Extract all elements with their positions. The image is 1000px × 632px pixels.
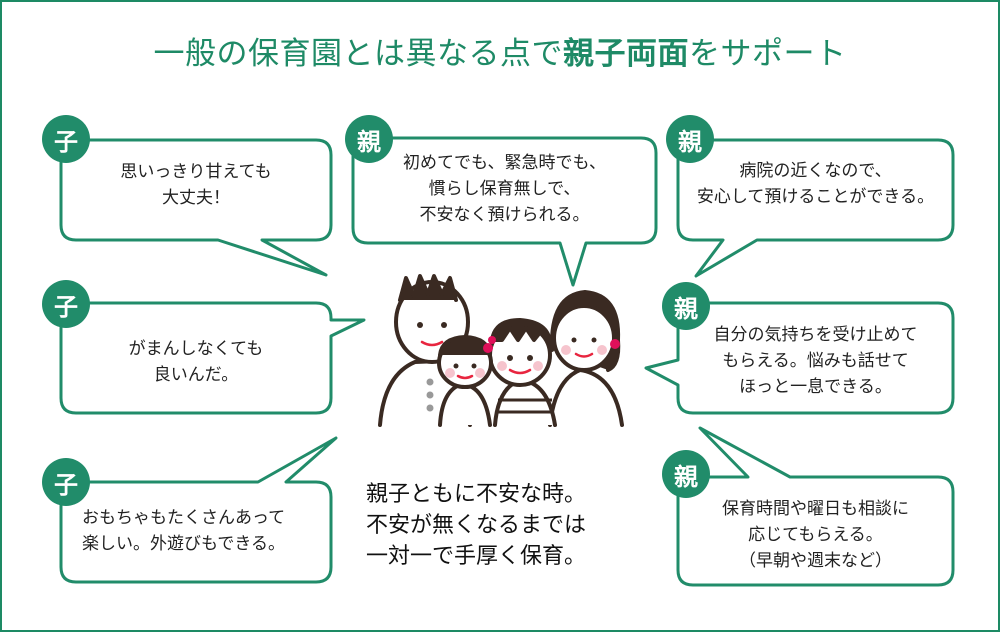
center-line: 一対一で手厚く保育。 [366,544,587,569]
bubble-text-3: おもちゃもたくさんあって 楽しい。外遊びもできる。 [82,505,322,557]
badge-label: 子 [54,470,78,499]
child-badge-3: 子 [42,458,90,506]
bubble-line: 安心して預けることができる。 [696,187,935,207]
title-emphasis: 親子両面 [563,36,689,72]
bubble-line: 大丈夫！ [162,188,230,208]
bubble-line: 初めてでも、緊急時でも、 [403,153,606,173]
center-line: 親子ともに不安な時。 [366,482,587,507]
title-text: 一般の保育園とは異なる点で [153,36,563,72]
family-illustration-icon [378,274,624,427]
parent-badge-4: 親 [662,450,710,498]
bubble-line: 慣らし保育無しで、 [428,179,581,199]
badge-label: 親 [674,462,698,491]
title-text-end: をサポート [689,36,847,72]
badge-label: 親 [674,294,698,323]
bubble-line: ほっと一息できる。 [739,377,892,397]
bubble-line: 自分の気持ちを受け止めて [713,325,918,345]
badge-label: 親 [357,127,381,156]
badge-label: 子 [54,292,78,321]
bubble-text-1: 思いっきり甘えても 大丈夫！ [61,159,331,211]
parent-badge-3: 親 [662,282,710,330]
parent-badge-2: 親 [666,115,714,163]
bubble-line: 不安なく預けられる。 [419,205,590,225]
bubble-text-5: 病院の近くなので、 安心して預けることができる。 [678,158,953,210]
bubble-line: （早朝や週末など） [739,551,892,571]
bubble-line: 思いっきり甘えても [120,162,272,182]
bubble-text-6: 自分の気持ちを受け止めて もらえる。悩みも話せて ほっと一息できる。 [678,322,953,400]
bubble-line: がまんしなくても [128,339,264,359]
bubble-line: おもちゃもたくさんあって [82,508,286,528]
bubble-text-4: 初めてでも、緊急時でも、 慣らし保育無しで、 不安なく預けられる。 [353,150,656,228]
badge-label: 子 [54,127,78,156]
bubble-line: 保育時間や曜日も相談に [722,499,909,519]
child-badge-2: 子 [42,280,90,328]
bubble-line: 病院の近くなので、 [739,161,892,181]
bubble-line: 応じてもらえる。 [748,525,883,545]
parent-badge-1: 親 [345,115,393,163]
page-title: 一般の保育園とは異なる点で親子両面をサポート [0,28,1000,73]
bubble-line: 良いんだ。 [153,365,239,385]
center-message: 親子ともに不安な時。 不安が無くなるまでは 一対一で手厚く保育。 [366,479,586,572]
badge-label: 親 [678,127,702,156]
bubble-text-7: 保育時間や曜日も相談に 応じてもらえる。 （早朝や週末など） [678,496,953,574]
child-badge-1: 子 [42,115,90,163]
bubble-line: もらえる。悩みも話せて [722,351,909,371]
bubble-line: 楽しい。外遊びもできる。 [82,534,285,554]
center-line: 不安が無くなるまでは [366,513,587,538]
bubble-text-2: がまんしなくても 良いんだ。 [61,336,331,388]
